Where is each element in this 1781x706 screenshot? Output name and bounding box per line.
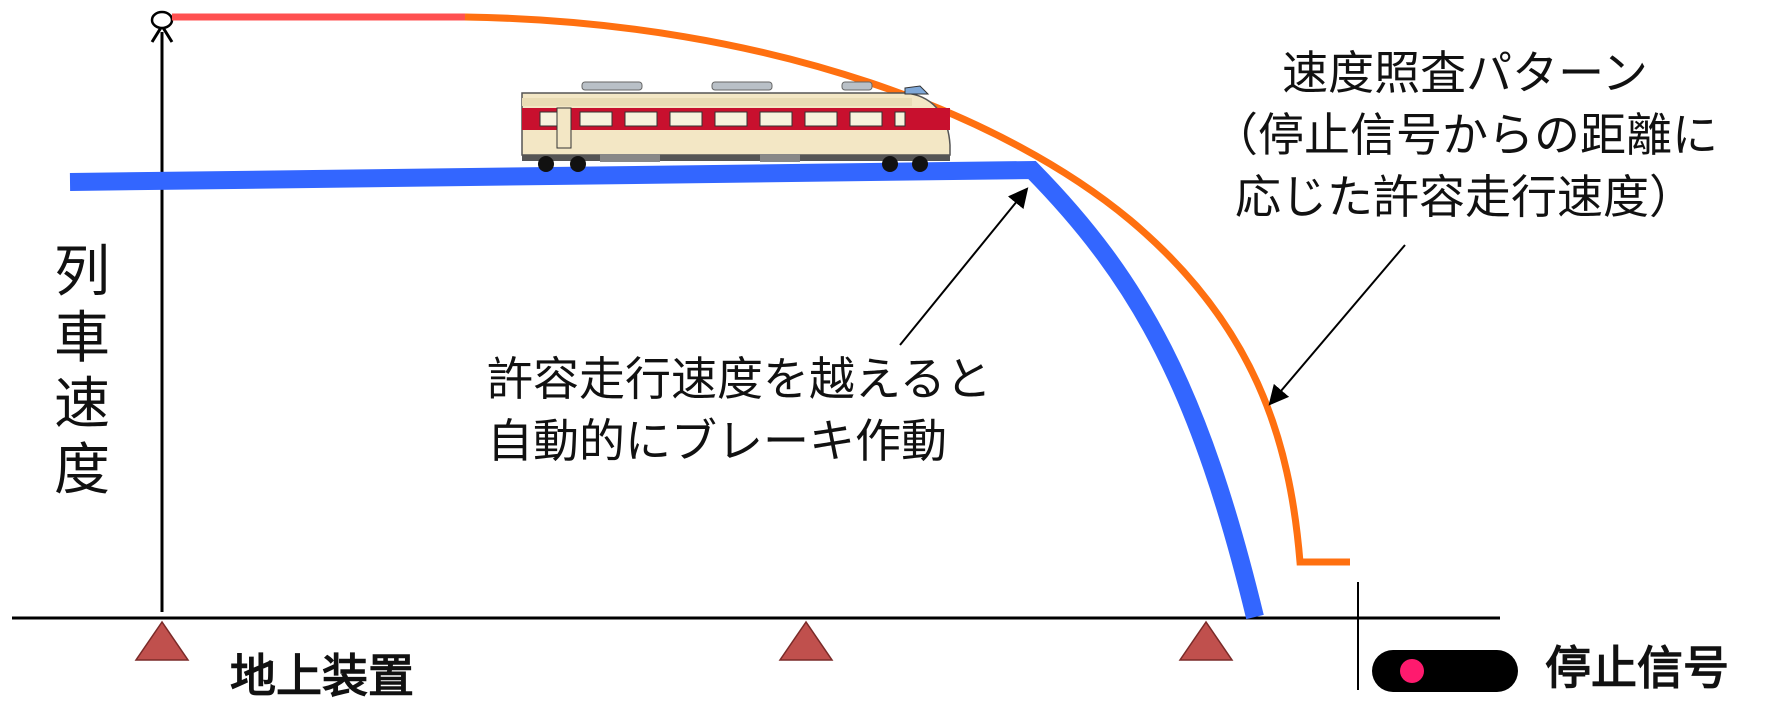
speed-check-pattern-label: 速度照査パターン （停止信号からの距離に 応じた許容走行速度） [1185,42,1745,228]
stop-signal-label: 停止信号 [1545,641,1729,695]
axis-label-text: 列車速度 [54,240,110,503]
train-illustration [521,81,951,172]
brake-annotation-arrow [899,187,1029,346]
ground-marker-1 [134,620,190,661]
stop-signal-head [1372,650,1518,692]
pattern-label-line-3: 応じた許容走行速度） [1235,170,1695,224]
pattern-label-line-1: 速度照査パターン [1282,46,1648,100]
ground-equipment-label: 地上装置 [230,649,414,703]
speed-check-pattern [464,13,1350,566]
axis-top-circle [150,10,174,30]
pattern-label-line-2: （停止信号からの距離に [1212,108,1718,162]
stop-signal-light [1400,659,1424,683]
train-speed-line [69,160,1264,620]
brake-label-line-1: 許容走行速度を越えると [487,352,992,406]
ground-marker-2 [778,620,834,661]
brake-label-line-2: 自動的にブレーキ作動 [487,414,947,468]
train-speed-axis-label: 列車速度 [52,240,112,504]
auto-brake-label: 許容走行速度を越えると 自動的にブレーキ作動 [487,348,992,472]
pattern-annotation-arrow [1268,244,1406,406]
ground-marker-3 [1178,620,1234,661]
